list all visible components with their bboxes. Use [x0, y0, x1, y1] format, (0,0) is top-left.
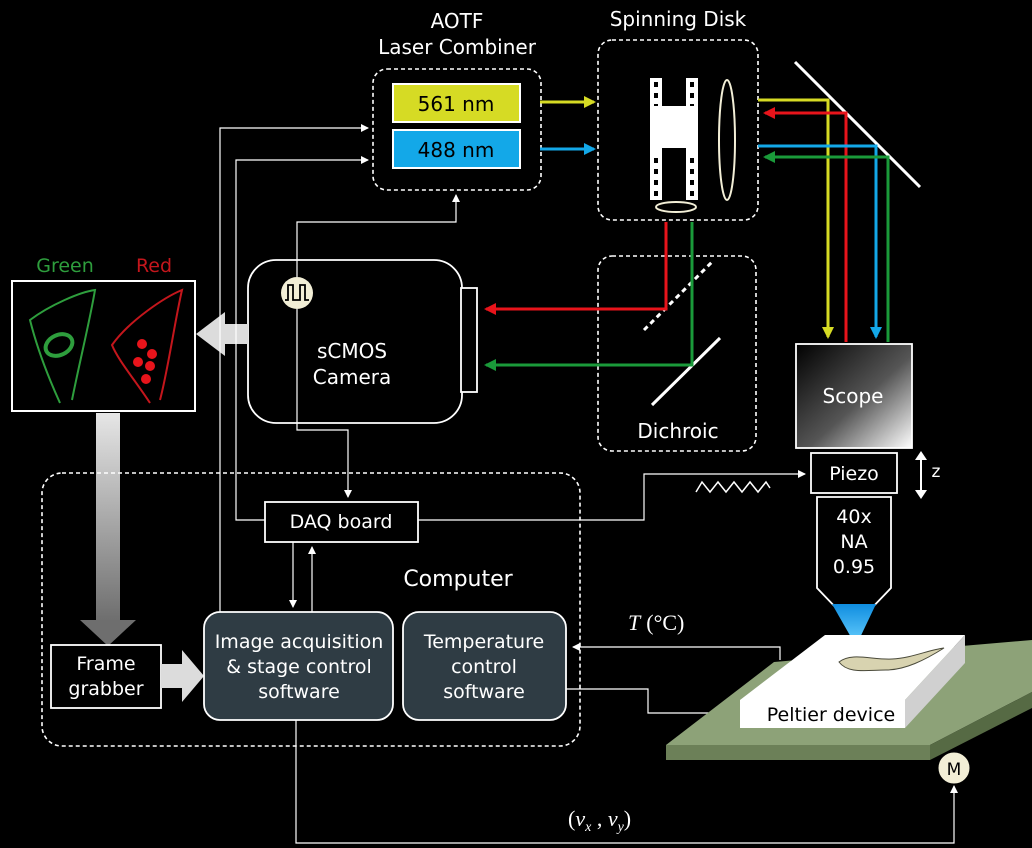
trigger-pulse-icon — [281, 277, 313, 309]
objective-na-value: 0.95 — [833, 556, 875, 578]
fold-mirror — [793, 60, 922, 189]
disk-lens-horizontal — [655, 201, 697, 213]
computer-box — [41, 472, 581, 747]
piezo-box — [810, 452, 898, 494]
daq-to-piezo-wire — [418, 470, 806, 521]
motor-label: M — [947, 760, 962, 780]
daq-to-aotf-wire — [235, 156, 369, 521]
frame-grabber-box — [50, 644, 162, 709]
ramp-signal-icon — [695, 480, 771, 494]
beam-blue-path — [758, 144, 882, 339]
peltier-to-temp-software-wire — [572, 643, 781, 660]
acquisition-software-line3: software — [258, 681, 340, 703]
daq-board-box — [264, 501, 419, 543]
aotf-box — [372, 68, 542, 191]
z-axis-arrow-bottom — [915, 490, 927, 499]
temperature-readout: T(°C) — [628, 610, 684, 635]
camera-lens-mount — [460, 287, 478, 393]
acquisition-software-line2: & stage control — [226, 656, 372, 678]
temperature-software-box — [402, 611, 567, 721]
scope-label: Scope — [823, 384, 884, 408]
image-to-grabber-head — [80, 620, 136, 646]
acquisition-software-line1: Image acquisition — [215, 631, 384, 653]
beam-green-path — [763, 151, 890, 342]
spinning-disk-title: Spinning Disk — [610, 7, 747, 31]
red-neuron-dots — [133, 339, 157, 384]
disk-lens-vertical — [718, 79, 736, 201]
computer-label: Computer — [403, 567, 513, 592]
stage-plate-front — [666, 745, 930, 760]
scope-box — [795, 343, 913, 449]
z-axis-arrow-top — [915, 451, 927, 460]
dichroic-mirror — [650, 336, 722, 407]
aotf-title: AOTF — [431, 9, 484, 33]
peltier-front — [740, 700, 905, 728]
camera-trigger-to-aotf-wire — [296, 194, 460, 277]
acquisition-software-box — [203, 611, 394, 721]
software-to-motor-wire — [295, 720, 958, 844]
red-worm-outline — [110, 288, 184, 404]
worm-sample — [838, 647, 945, 672]
aotf-subtitle: Laser Combiner — [378, 35, 537, 59]
temperature-software-line1: Temperature — [423, 631, 544, 653]
piezo-label: Piezo — [829, 463, 879, 485]
frame-grabber-line1: Frame — [76, 653, 135, 675]
objective-magnification: 40x — [836, 506, 871, 528]
dichroic-box — [597, 255, 757, 452]
velocity-label: (vx , vy) — [568, 806, 631, 835]
peltier-side — [905, 635, 965, 728]
beam-yellow-path — [758, 98, 834, 339]
image-panel — [11, 280, 196, 412]
peltier-label: Peltier device — [767, 704, 895, 726]
temp-software-to-peltier-wire — [566, 688, 739, 717]
temperature-software-line2: control — [451, 656, 517, 678]
disk-center-block — [654, 106, 694, 148]
laser-561-box — [392, 83, 521, 123]
objective-na-label: NA — [840, 531, 867, 553]
camera-label-line2: Camera — [313, 365, 392, 389]
software-to-aotf-wire — [219, 124, 369, 612]
camera-label-line1: sCMOS — [317, 339, 387, 363]
beam-red-path — [763, 107, 848, 342]
green-channel-label: Green — [36, 255, 94, 277]
laser-488-label: 488 nm — [418, 138, 495, 162]
grabber-to-software-arrow — [161, 650, 204, 702]
objective-light-cone — [832, 604, 876, 646]
red-emission-to-camera — [484, 222, 668, 315]
trigger-pulse-waveform — [285, 284, 309, 301]
laser-488-box — [392, 129, 521, 169]
red-channel-label: Red — [136, 255, 172, 277]
daq-board-label: DAQ board — [290, 511, 393, 533]
green-emission-to-camera — [484, 222, 694, 371]
z-axis-label: z — [932, 462, 941, 482]
dichroic-mirror-dashed — [642, 260, 714, 332]
laser-561-label: 561 nm — [418, 92, 495, 116]
green-nucleus-ring — [43, 332, 75, 358]
spinning-disk-box — [597, 39, 759, 221]
green-worm-outline — [28, 288, 97, 404]
motor-icon — [937, 751, 971, 785]
camera-trigger-to-daq-wire — [296, 309, 352, 498]
signal-wires — [219, 124, 958, 844]
frame-grabber-line2: grabber — [68, 678, 143, 700]
stage-plate-side — [930, 692, 1032, 760]
temperature-software-line3: software — [443, 681, 525, 703]
image-to-grabber-shaft — [96, 413, 120, 621]
camera-to-image-arrow — [196, 312, 248, 356]
dichroic-label: Dichroic — [637, 419, 718, 443]
